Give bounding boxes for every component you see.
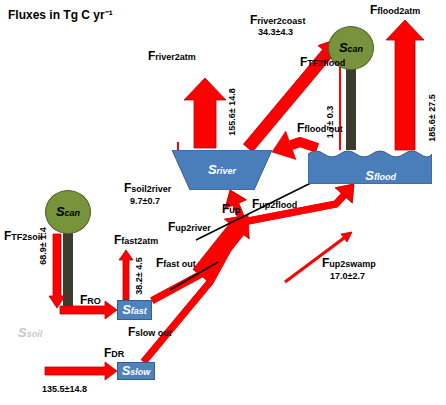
flux-path (143, 204, 243, 362)
flux-value: 68.9± 1.4 (39, 227, 49, 264)
flux-value: 17.0±2.7 (330, 272, 365, 282)
flux-arrow (49, 234, 65, 308)
tree-trunk (63, 230, 73, 306)
canopy-pool: Scan (45, 190, 91, 234)
flux-name: Fsoil2river (124, 182, 171, 195)
flux-value: 185.6± 27.5 (428, 94, 438, 141)
flux-value: 34.3±4.3 (258, 28, 293, 38)
flux-arrow (45, 362, 117, 380)
flux-connector (152, 190, 246, 301)
pool-label: Scan (56, 205, 80, 219)
flux-name: Fup (222, 203, 240, 216)
flux-name: Ssoil (18, 326, 42, 340)
flood-water (308, 151, 432, 184)
flux-name: Fup2swamp (322, 257, 376, 270)
flux-name: Fup2river (168, 221, 211, 234)
pool-label: Sflood (365, 169, 396, 183)
flux-path (143, 195, 343, 362)
flux-name: FTF2soil (4, 230, 43, 243)
flux-name: Ffast out (156, 257, 196, 270)
flux-arrow (184, 78, 226, 148)
flux-connector (143, 184, 353, 362)
flux-path (291, 142, 318, 148)
flux-value: 135.5±14.8 (42, 385, 87, 395)
flux-name: FTF2flood (300, 56, 345, 69)
river-channel (172, 150, 272, 190)
flux-path (152, 195, 344, 300)
tree-trunk (346, 68, 356, 150)
flux-arrow (119, 250, 133, 300)
flux-name: Fflood out (297, 122, 343, 135)
pool-label: Sfast (122, 303, 147, 317)
river-pool: Sriver (172, 150, 272, 190)
slow-pool: Sslow (117, 362, 155, 380)
flux-value: 38.2± 4.5 (135, 257, 145, 294)
flux-name: Ffast2atm (114, 234, 158, 247)
diagram-title: Fluxes in Tg C yr⁻¹ (8, 6, 113, 23)
flux-arrow (243, 38, 340, 152)
flux-line (339, 62, 341, 150)
flux-name: Fflood2atm (370, 4, 420, 17)
flux-path (152, 204, 243, 300)
flux-name: Friver2atm (148, 50, 196, 63)
pool-label: Sslow (122, 364, 151, 378)
flux-value: 9.7±0.7 (130, 197, 160, 207)
flux-name: FDR (104, 347, 124, 360)
flux-name: Friver2coast (250, 14, 305, 27)
pool-label: Scan (339, 41, 363, 55)
flux-name: Fslow out (128, 326, 172, 339)
floodplain-pool: Sflood (308, 148, 432, 184)
flux-name: Fup2flood (252, 198, 297, 211)
flux-name: FRO (80, 294, 101, 307)
flux-value: 155.6± 14.8 (228, 88, 238, 135)
pool-label: Sriver (208, 163, 236, 177)
fast-pool: Sfast (117, 300, 152, 320)
flux-connector (152, 184, 354, 301)
flux-arrow (386, 20, 424, 150)
